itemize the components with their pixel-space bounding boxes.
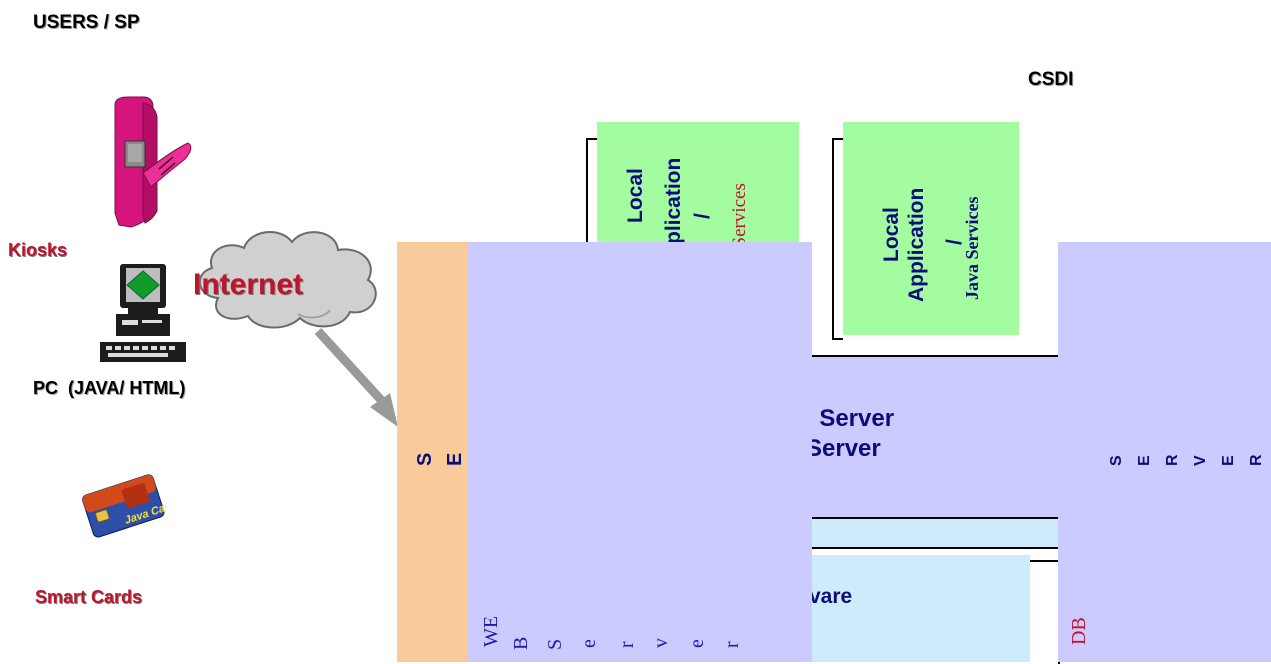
app-box-1-line3: / (691, 213, 714, 219)
local-application-box-1: Local Application / Java Services (586, 122, 799, 286)
web-server-bar-letter-s: S (414, 452, 436, 466)
application-server-panel: n Server Server (798, 355, 1060, 521)
web-server-panel: WE B S e r v e r (468, 242, 812, 662)
db-server-letter-2: E (1136, 455, 1153, 466)
app-box-2-line1: Local (880, 207, 903, 262)
csdi-label: CSDI (1028, 69, 1074, 90)
smart-cards-label: Smart Cards (35, 587, 143, 607)
web-server-letter-3: e (578, 639, 600, 648)
connector-band (812, 517, 1058, 549)
pc-label: PC (JAVA/ HTML) (33, 378, 186, 398)
kiosks-label: Kiosks (8, 240, 68, 260)
arrow-icon (314, 327, 398, 427)
kiosk-icon (114, 96, 192, 228)
local-application-box-2: Local Application / Java Services (832, 122, 1019, 340)
db-server-letter-4: V (1192, 455, 1209, 466)
app-box-2-bracket (832, 138, 843, 340)
web-server-letter-5: v (650, 638, 672, 648)
middleware-label: vare (809, 585, 853, 608)
web-server-word: WE (480, 615, 502, 647)
app-box-2-line4: Java Services (962, 196, 982, 300)
app-box-2-line2: Application (905, 187, 928, 302)
web-server-bar-letter-e: E (444, 452, 466, 466)
db-server-letter-3: R (1164, 454, 1181, 466)
middleware-box: vare (809, 555, 1030, 662)
web-server-letter-7: r (721, 641, 743, 648)
db-server-letter-6: R (1248, 454, 1265, 466)
db-server-letter-5: E (1220, 455, 1237, 466)
pc-icon (100, 264, 186, 362)
internet-label: Internet (193, 268, 304, 301)
web-server-letter-6: e (686, 639, 708, 648)
middleware-bracket (1030, 560, 1060, 664)
db-server-panel: S E R V E R DB (1058, 242, 1271, 662)
web-server-bar: S E (397, 242, 468, 662)
db-server-letter-1: S (1108, 455, 1125, 466)
db-label: DB (1068, 617, 1090, 645)
internet-cloud-icon (199, 230, 377, 329)
users-sp-title: USERS / SP (33, 12, 140, 33)
web-server-letter-1: B (510, 636, 532, 650)
app-box-1-line1: Local (624, 168, 647, 223)
web-server-letter-2: S (544, 638, 566, 650)
app-box-1-bracket (586, 138, 597, 252)
app-server-line2: Server (806, 435, 881, 462)
web-server-letter-4: r (616, 641, 638, 648)
smart-card-icon: Java Card (82, 474, 166, 538)
app-server-line1: n Server (798, 405, 895, 432)
